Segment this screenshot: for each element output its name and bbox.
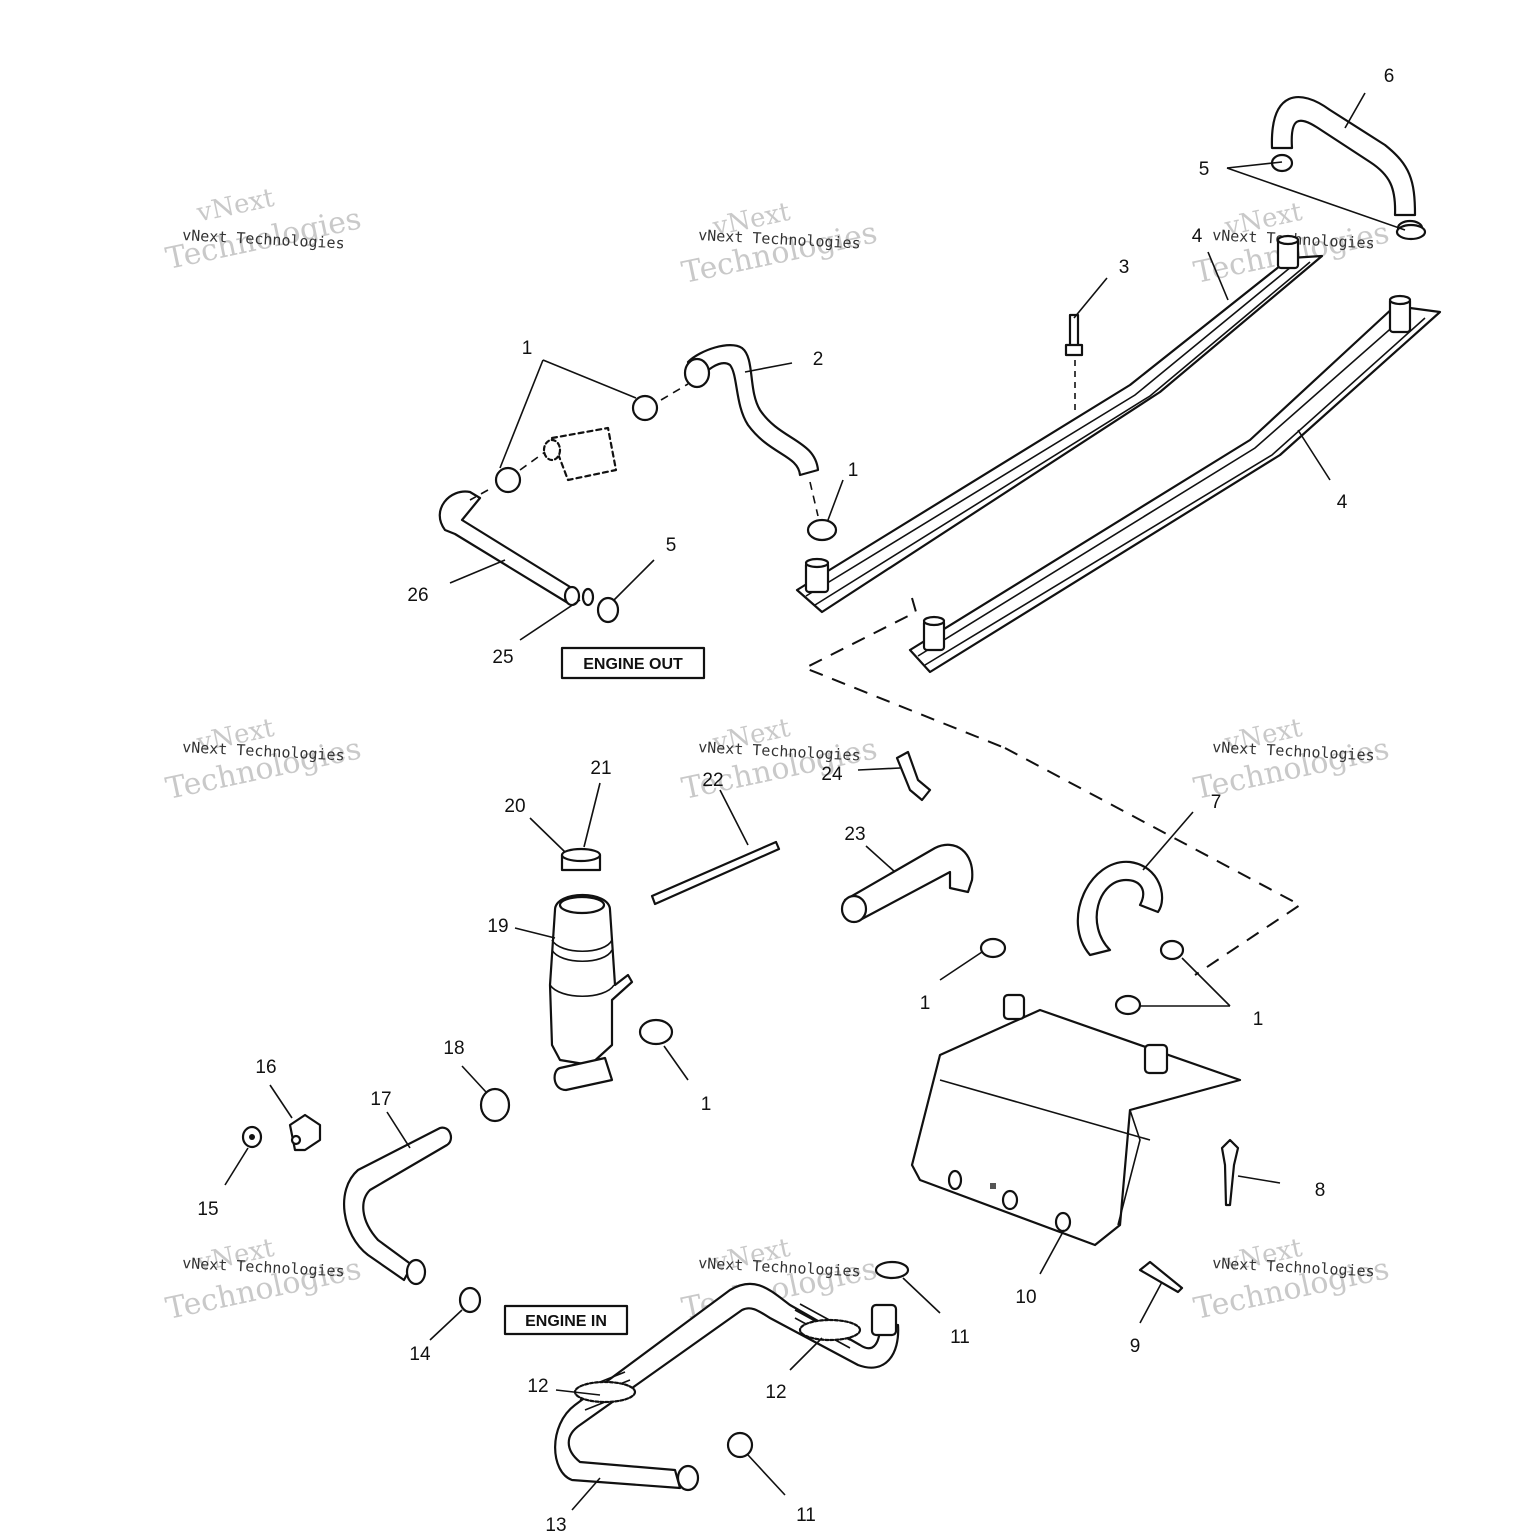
label-22: 22 <box>702 770 723 791</box>
label-5-mid: 5 <box>666 535 677 556</box>
fitting-9 <box>1138 1260 1184 1294</box>
tie-24 <box>895 750 932 802</box>
label-3: 3 <box>1119 257 1130 278</box>
label-4-lower: 4 <box>1337 492 1348 513</box>
guide <box>519 451 546 471</box>
tube-22 <box>650 840 781 906</box>
label-1-top: 1 <box>522 338 533 359</box>
label-20: 20 <box>504 796 525 817</box>
part-numbers: 6 5 4 3 1 2 1 4 5 26 25 21 22 24 20 7 23… <box>197 66 1394 1536</box>
guide <box>660 383 689 401</box>
label-6: 6 <box>1384 66 1395 87</box>
label-15: 15 <box>197 1199 218 1220</box>
clamp-1-c <box>806 518 838 542</box>
bolt-3 <box>1064 313 1084 410</box>
label-8: 8 <box>1315 1180 1326 1201</box>
label-11-upper: 11 <box>950 1327 970 1348</box>
clamp-5 <box>596 596 620 624</box>
label-1-left: 1 <box>920 993 931 1014</box>
routing-dashed-line <box>802 597 1302 976</box>
label-11-lower: 11 <box>796 1505 816 1526</box>
fitting <box>542 426 618 482</box>
spring-12-a <box>794 1303 862 1349</box>
label-17: 17 <box>370 1089 391 1110</box>
clamp-1-b <box>494 466 522 494</box>
label-24: 24 <box>821 764 843 785</box>
clamp-1-a <box>631 394 659 422</box>
clamp-5-top <box>1395 223 1427 241</box>
hose-2 <box>683 344 820 477</box>
hose-26 <box>438 490 581 607</box>
clamp-18 <box>479 1087 511 1123</box>
hose-23 <box>840 843 974 924</box>
clip-16 <box>288 1113 322 1152</box>
label-18: 18 <box>443 1038 464 1059</box>
label-4-top: 4 <box>1192 226 1203 247</box>
clamp-11-a <box>874 1260 910 1280</box>
label-10: 10 <box>1015 1287 1036 1308</box>
reservoir-19 <box>548 893 634 1092</box>
clamp-11-b <box>726 1431 754 1459</box>
engine-out-box: ENGINE OUT <box>560 646 706 680</box>
clamp-1-d <box>979 937 1007 959</box>
label-2: 2 <box>813 349 824 370</box>
engine-in-box: ENGINE IN <box>503 1304 629 1336</box>
clamp-1-g <box>638 1018 674 1046</box>
label-12-left: 12 <box>527 1376 548 1397</box>
clamp-14 <box>458 1286 482 1314</box>
label-5-top: 5 <box>1199 159 1210 180</box>
leader-lines <box>224 92 1406 1511</box>
guide <box>469 489 489 501</box>
label-12-right: 12 <box>765 1382 786 1403</box>
pin-8 <box>1220 1138 1240 1207</box>
label-13: 13 <box>545 1515 566 1536</box>
clamp-1-e <box>1159 939 1185 961</box>
label-23: 23 <box>844 824 865 845</box>
label-25: 25 <box>492 647 513 668</box>
water-box-10 <box>910 993 1242 1247</box>
heat-exchanger-upper <box>795 234 1324 614</box>
engine-in-label: ENGINE IN <box>525 1313 607 1330</box>
label-9: 9 <box>1130 1336 1141 1357</box>
cap-20 <box>560 847 602 872</box>
guide <box>809 481 819 517</box>
spring-12-b <box>573 1371 637 1411</box>
label-26: 26 <box>407 585 428 606</box>
hose-17 <box>343 1126 453 1286</box>
label-21: 21 <box>590 758 611 779</box>
label-7: 7 <box>1211 792 1222 813</box>
watermark: vNext Technologies <box>163 183 364 277</box>
label-14: 14 <box>409 1344 431 1365</box>
hose-7 <box>1076 860 1164 957</box>
heat-exchanger-lower <box>908 294 1442 674</box>
label-19: 19 <box>487 916 508 937</box>
spring-25 <box>581 587 595 607</box>
engine-out-label: ENGINE OUT <box>583 656 683 673</box>
label-1-mid: 1 <box>848 460 859 481</box>
label-1-low: 1 <box>701 1094 712 1115</box>
label-16: 16 <box>255 1057 276 1078</box>
clamp-1-f <box>1114 994 1142 1016</box>
washer-15 <box>241 1125 263 1149</box>
label-1-right: 1 <box>1253 1009 1264 1030</box>
